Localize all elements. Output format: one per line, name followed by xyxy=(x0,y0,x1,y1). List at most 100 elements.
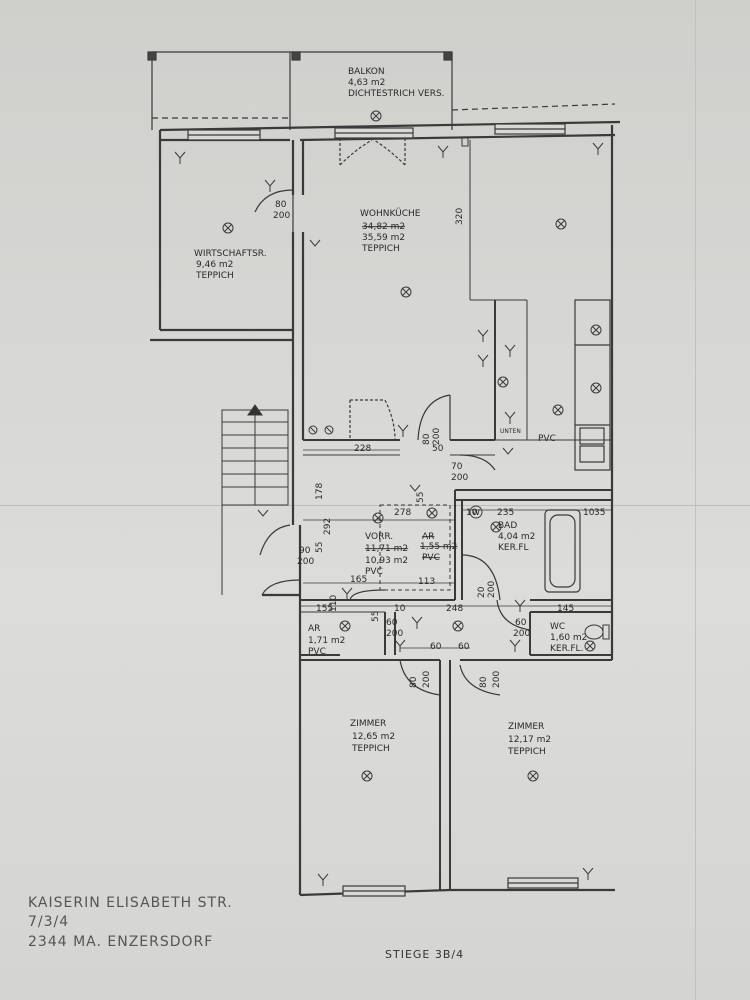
vorr-area: 10,93 m2 xyxy=(365,556,408,566)
dim-165: 165 xyxy=(350,575,367,585)
balcony-outline xyxy=(147,51,616,130)
dim-35: 35 xyxy=(594,508,605,518)
ar-left-floor: PVC xyxy=(308,647,326,657)
ar-mid-name: AR xyxy=(422,532,434,542)
door-zimmer-left xyxy=(399,659,441,696)
dim-292: 292 xyxy=(323,518,333,535)
dim-200-b: 200 xyxy=(451,473,468,483)
dim-60d: 60 xyxy=(458,642,470,652)
dim-200-g: 200 xyxy=(422,671,432,688)
wirtschaftsr-name: WIRTSCHAFTSR. xyxy=(194,249,267,259)
door-wc xyxy=(496,599,531,631)
kitchen-counter xyxy=(574,299,611,471)
dim-60c: 60 xyxy=(430,642,442,652)
kitchen-floor-label: PVC xyxy=(538,434,556,444)
wohnkueche-floor: TEPPICH xyxy=(361,244,400,254)
dim-320: 320 xyxy=(455,208,465,225)
door-wirtschaftsr xyxy=(254,189,294,213)
dim-200-d: 200 xyxy=(487,581,497,598)
balkon-floor: DICHTESTRICH VERS. xyxy=(348,89,445,99)
address-number: 7/3/4 xyxy=(28,914,69,930)
ar-mid-area: 1,55 m2 xyxy=(420,542,457,552)
address-city: 2344 MA. ENZERSDORF xyxy=(28,934,213,950)
address-street: KAISERIN ELISABETH STR. xyxy=(28,895,233,911)
bad-name: BAD xyxy=(498,521,517,531)
lamp-symbols xyxy=(222,110,602,782)
dim-248: 248 xyxy=(446,604,463,614)
dim-200-f: 200 xyxy=(513,629,530,639)
windows xyxy=(187,123,579,897)
vorr-floor: PVC xyxy=(365,567,383,577)
dim-80a: 80 xyxy=(409,676,419,688)
paper-fold-horizontal xyxy=(0,505,750,506)
dim-10b: 10 xyxy=(583,508,595,518)
dim-10c: 10 xyxy=(394,604,406,614)
dim-235: 235 xyxy=(497,508,514,518)
door-vorr xyxy=(259,524,291,556)
unten-label: UNTEN xyxy=(500,428,521,435)
bad-floor: KER.FL xyxy=(498,543,529,553)
outlet-symbols xyxy=(174,137,604,886)
wc-area: 1,60 m2 xyxy=(550,633,587,643)
dim-145: 145 xyxy=(557,604,574,614)
dim-70: 70 xyxy=(451,462,463,472)
dim-55b: 55 xyxy=(315,542,325,553)
dim-50: 50 xyxy=(432,444,444,454)
zimmer-left-area: 12,65 m2 xyxy=(352,732,395,742)
dim-20: 20 xyxy=(477,586,487,598)
dim-90: 90 xyxy=(299,546,311,556)
dim-55: 55 xyxy=(416,492,426,503)
dim-228: 228 xyxy=(354,444,371,454)
staircase xyxy=(221,404,289,595)
dim-60b: 60 xyxy=(515,618,527,628)
dim-80b: 80 xyxy=(479,676,489,688)
wirtschaftsr-area: 9,46 m2 xyxy=(196,260,233,270)
vorr-name: VORR. xyxy=(365,532,393,542)
zimmer-right-area: 12,17 m2 xyxy=(508,735,551,745)
wohnkueche-area: 35,59 m2 xyxy=(362,233,405,243)
bad-area: 4,04 m2 xyxy=(498,532,535,542)
dim-278: 278 xyxy=(394,508,411,518)
wc-name: WC xyxy=(550,622,565,632)
balkon-name: BALKON xyxy=(348,67,385,77)
zimmer-right-name: ZIMMER xyxy=(508,722,544,732)
zimmer-left-floor: TEPPICH xyxy=(351,744,390,754)
ar-left-name: AR xyxy=(308,624,320,634)
door-ar xyxy=(349,589,386,601)
zimmer-right-floor: TEPPICH xyxy=(507,747,546,757)
dim-80-top: 80 xyxy=(275,200,287,210)
wirtschaftsr-floor: TEPPICH xyxy=(195,271,234,281)
dim-113: 113 xyxy=(418,577,435,587)
door-bad xyxy=(461,554,501,601)
stiege-label: STIEGE 3B/4 xyxy=(385,948,464,961)
w-symbol-label: W xyxy=(472,508,480,517)
zimmer-left-name: ZIMMER xyxy=(350,719,386,729)
balcony-door xyxy=(339,138,406,166)
dim-60a: 60 xyxy=(386,618,398,628)
ar-left-area: 1,71 m2 xyxy=(308,636,345,646)
dim-200-top: 200 xyxy=(273,211,290,221)
wohnkueche-area-old: 34,82 m2 xyxy=(362,222,405,232)
vorr-area-old: 11,71 m2 xyxy=(365,544,408,554)
ar-mid-floor: PVC xyxy=(422,553,440,563)
balkon-area: 4,63 m2 xyxy=(348,78,385,88)
dim-200-c: 200 xyxy=(297,557,314,567)
outer-walls xyxy=(150,120,621,897)
dim-110: 110 xyxy=(329,595,339,612)
door-kitchen xyxy=(417,394,451,441)
dim-10: 10 xyxy=(466,508,478,518)
wc-floor: KER.FL. xyxy=(550,644,583,654)
dim-55c: 55 xyxy=(371,611,381,622)
wohnkueche-name: WOHNKÜCHE xyxy=(360,208,421,219)
dim-200-door: 200 xyxy=(432,428,442,445)
dim-200-h: 200 xyxy=(492,671,502,688)
dim-80-door: 80 xyxy=(422,433,432,445)
dim-178: 178 xyxy=(315,483,325,500)
dim-155: 155 xyxy=(316,604,333,614)
paper-fold-vertical xyxy=(695,0,696,1000)
toilet-icon xyxy=(584,624,604,640)
door-zimmer-right xyxy=(459,664,501,696)
dim-200-e: 200 xyxy=(386,629,403,639)
